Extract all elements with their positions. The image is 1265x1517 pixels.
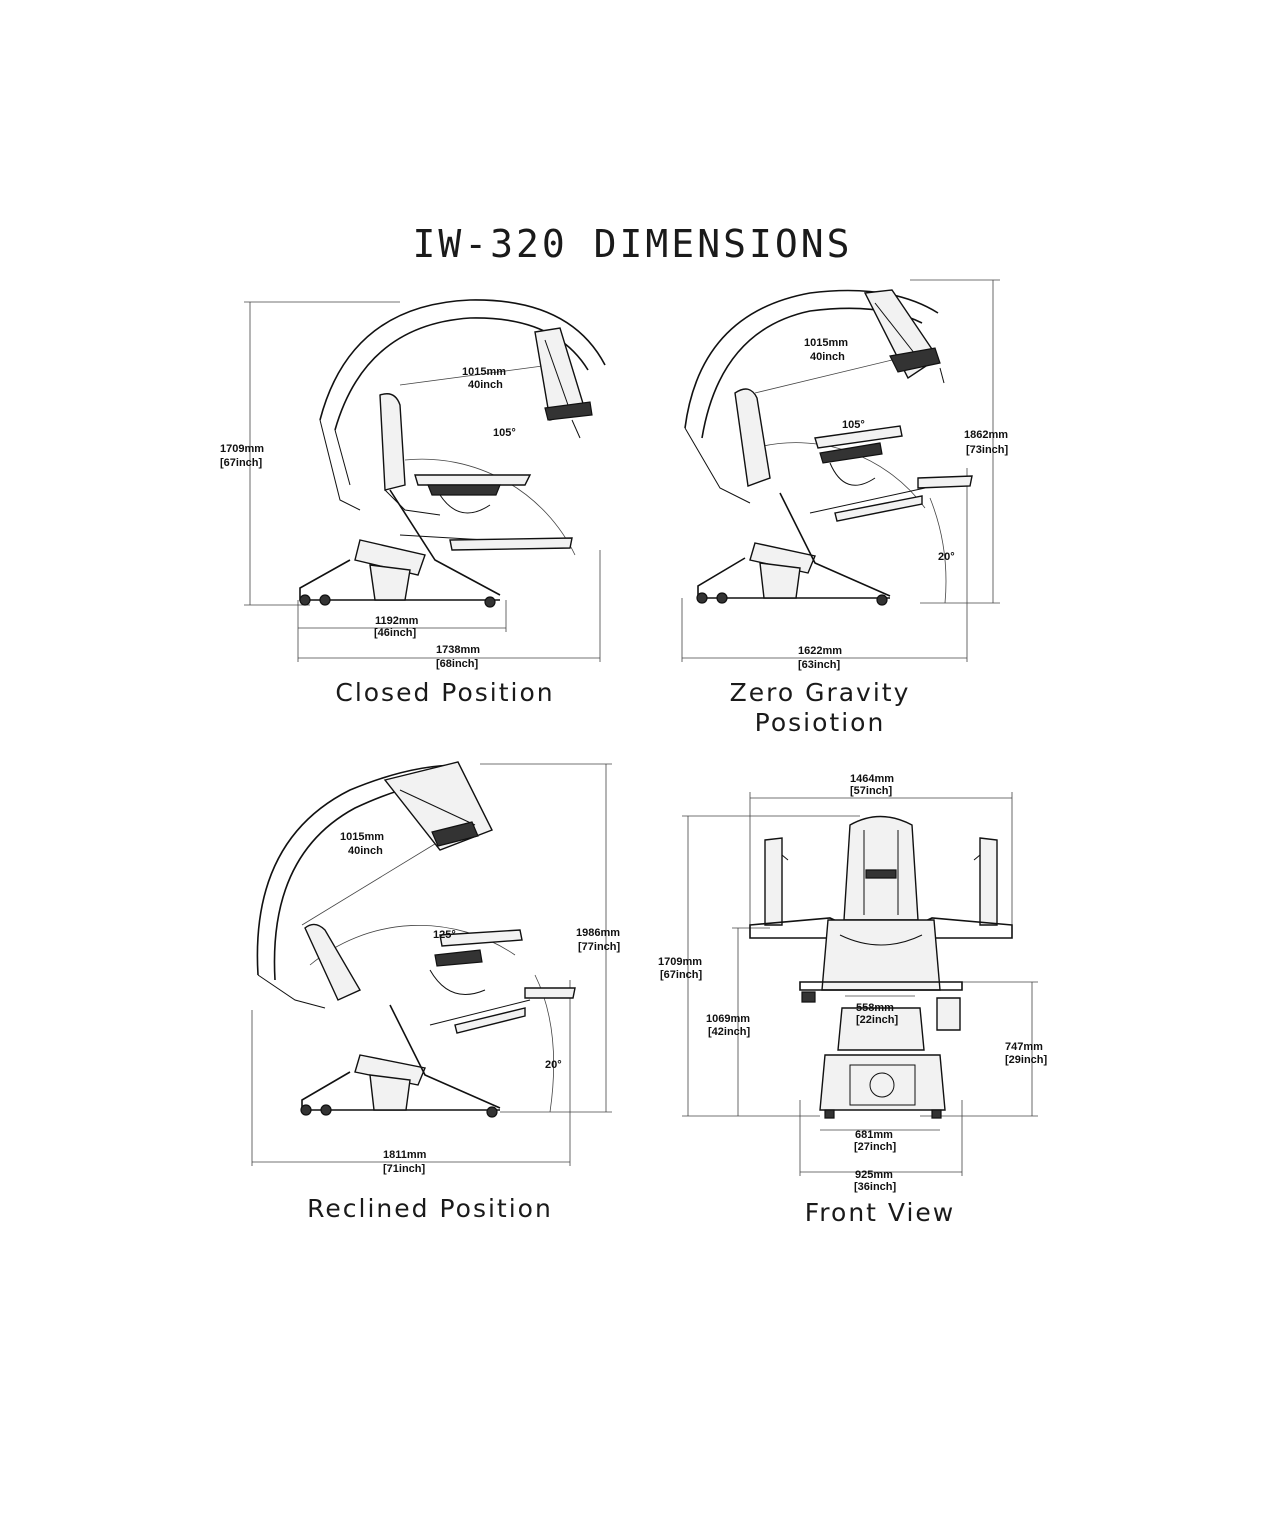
front-height-in: [67inch] — [660, 969, 703, 981]
front-view-drawing: 1464mm [57inch] 1709mm [67inch] 1069mm [… — [658, 773, 1048, 1193]
front-mid-height-in: [42inch] — [708, 1026, 751, 1038]
front-view-caption: Front View — [804, 1198, 956, 1227]
closed-position-caption: Closed Position — [335, 678, 555, 707]
front-height-mm: 1709mm — [658, 956, 702, 968]
closed-height-mm: 1709mm — [220, 443, 264, 455]
page-title: IW-320 DIMENSIONS — [412, 222, 853, 266]
front-seat-mm: 558mm — [856, 1002, 894, 1014]
zero-gravity-tilt: 20° — [938, 551, 955, 563]
reclined-position-caption: Reclined Position — [307, 1194, 553, 1223]
reclined-length-in: [71inch] — [383, 1163, 426, 1175]
reclined-arm-mm: 1015mm — [340, 831, 384, 843]
closed-base-in: [46inch] — [374, 627, 417, 639]
zero-gravity-length-mm: 1622mm — [798, 645, 842, 657]
front-mid-height-mm: 1069mm — [706, 1013, 750, 1025]
front-base-outer-in: [36inch] — [854, 1181, 897, 1193]
front-base-inner-in: [27inch] — [854, 1141, 897, 1153]
zero-gravity-drawing: 1862mm [73inch] 1015mm 40inch 105° 20° 1… — [681, 279, 1009, 671]
front-base-outer-mm: 925mm — [855, 1169, 893, 1181]
reclined-arm-in: 40inch — [348, 845, 383, 857]
closed-base-mm: 1192mm — [375, 615, 419, 627]
reclined-angle: 125° — [433, 929, 456, 941]
closed-arm-mm: 1015mm — [462, 366, 506, 378]
reclined-length-mm: 1811mm — [383, 1149, 427, 1161]
closed-length-in: [68inch] — [436, 658, 479, 670]
closed-length-mm: 1738mm — [436, 644, 480, 656]
reclined-tilt: 20° — [545, 1059, 562, 1071]
zero-gravity-arm-in: 40inch — [810, 351, 845, 363]
closed-arm-in: 40inch — [468, 379, 503, 391]
zero-gravity-arm-mm: 1015mm — [804, 337, 848, 349]
reclined-height-in: [77inch] — [578, 941, 621, 953]
zero-gravity-caption-line1: Zero Gravity — [729, 678, 911, 707]
zero-gravity-height-mm: 1862mm — [964, 429, 1008, 441]
front-desk-height-in: [29inch] — [1005, 1054, 1048, 1066]
front-width-mm: 1464mm — [850, 773, 894, 785]
closed-angle: 105° — [493, 427, 516, 439]
zero-gravity-caption-line2: Posiotion — [754, 708, 886, 737]
reclined-position-drawing: 1986mm [77inch] 1015mm 40inch 125° 20° 1… — [251, 761, 621, 1175]
zero-gravity-height-in: [73inch] — [966, 444, 1009, 456]
closed-height-in: [67inch] — [220, 457, 263, 469]
front-base-inner-mm: 681mm — [855, 1129, 893, 1141]
front-width-in: [57inch] — [850, 785, 893, 797]
closed-position-drawing: 1709mm [67inch] 1015mm 40inch 105° 1192m… — [220, 299, 606, 670]
front-seat-in: [22inch] — [856, 1014, 899, 1026]
reclined-height-mm: 1986mm — [576, 927, 620, 939]
zero-gravity-length-in: [63inch] — [798, 659, 841, 671]
zero-gravity-angle: 105° — [842, 419, 865, 431]
front-desk-height-mm: 747mm — [1005, 1041, 1043, 1053]
